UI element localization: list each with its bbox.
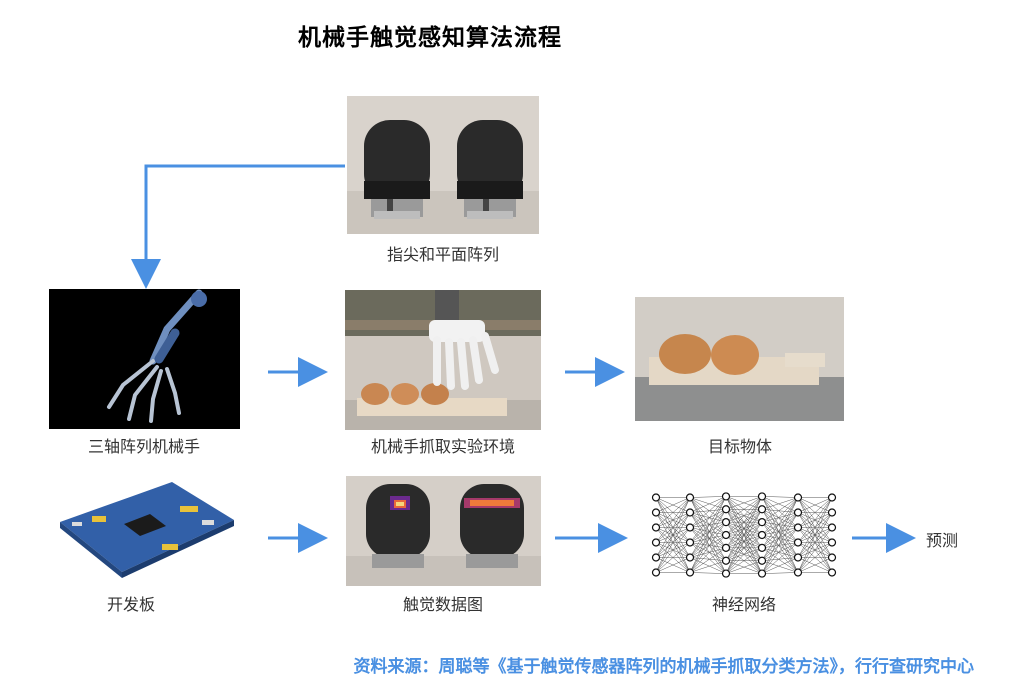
nn-node	[721, 492, 731, 501]
caption-fingertip: 指尖和平面阵列	[386, 245, 500, 264]
caption-neural-net: 神经网络	[711, 595, 777, 614]
neural-network-image	[640, 483, 848, 587]
nn-node	[793, 568, 803, 577]
nn-node	[651, 508, 661, 517]
source-note: 资料来源：周聪等《基于触觉传感器阵列的机械手抓取分类方法》，行行查研究中心	[353, 657, 975, 677]
nn-node	[827, 538, 837, 547]
nn-node	[651, 523, 661, 532]
nn-node	[721, 543, 731, 552]
nn-node	[757, 505, 767, 514]
nn-node	[757, 569, 767, 578]
nn-node	[685, 568, 695, 577]
target-object-image	[635, 297, 844, 421]
arrow-fingertip-to-hand	[131, 164, 345, 289]
nn-node	[685, 553, 695, 562]
nn-node	[827, 553, 837, 562]
nn-node	[685, 523, 695, 532]
nn-node	[793, 493, 803, 502]
nn-node	[651, 493, 661, 502]
robot-hand-image	[49, 289, 240, 429]
caption-grasp-env: 机械手抓取实验环境	[370, 437, 516, 456]
nn-node	[827, 568, 837, 577]
caption-tactile-map: 触觉数据图	[402, 595, 484, 614]
nn-node	[685, 493, 695, 502]
nn-node	[757, 492, 767, 501]
nn-node	[827, 493, 837, 502]
nn-node	[793, 508, 803, 517]
nn-node	[721, 556, 731, 565]
nn-node	[721, 569, 731, 578]
diagram-title: 机械手触觉感知算法流程	[298, 25, 562, 51]
nn-node	[721, 505, 731, 514]
tactile-map-image	[346, 476, 541, 586]
caption-target: 目标物体	[707, 437, 773, 456]
nn-node	[651, 553, 661, 562]
nn-node	[793, 523, 803, 532]
nn-node	[757, 518, 767, 527]
nn-node	[721, 518, 731, 527]
nn-node	[757, 530, 767, 540]
caption-dev-board: 开发板	[106, 595, 156, 614]
nn-node	[721, 530, 731, 540]
nn-node	[757, 556, 767, 565]
nn-node	[685, 508, 695, 517]
caption-robot-hand: 三轴阵列机械手	[87, 437, 201, 456]
grasp-environment-image	[345, 290, 541, 430]
nn-node	[757, 543, 767, 552]
nn-node	[793, 538, 803, 547]
nn-node	[827, 523, 837, 532]
nn-node	[685, 538, 695, 547]
nn-node	[827, 508, 837, 517]
predict-label: 预测	[926, 531, 959, 550]
nn-node	[651, 568, 661, 577]
nn-node	[793, 553, 803, 562]
nn-node	[651, 538, 661, 547]
fingertip-sensor-image	[347, 96, 539, 234]
dev-board-image	[52, 476, 238, 582]
